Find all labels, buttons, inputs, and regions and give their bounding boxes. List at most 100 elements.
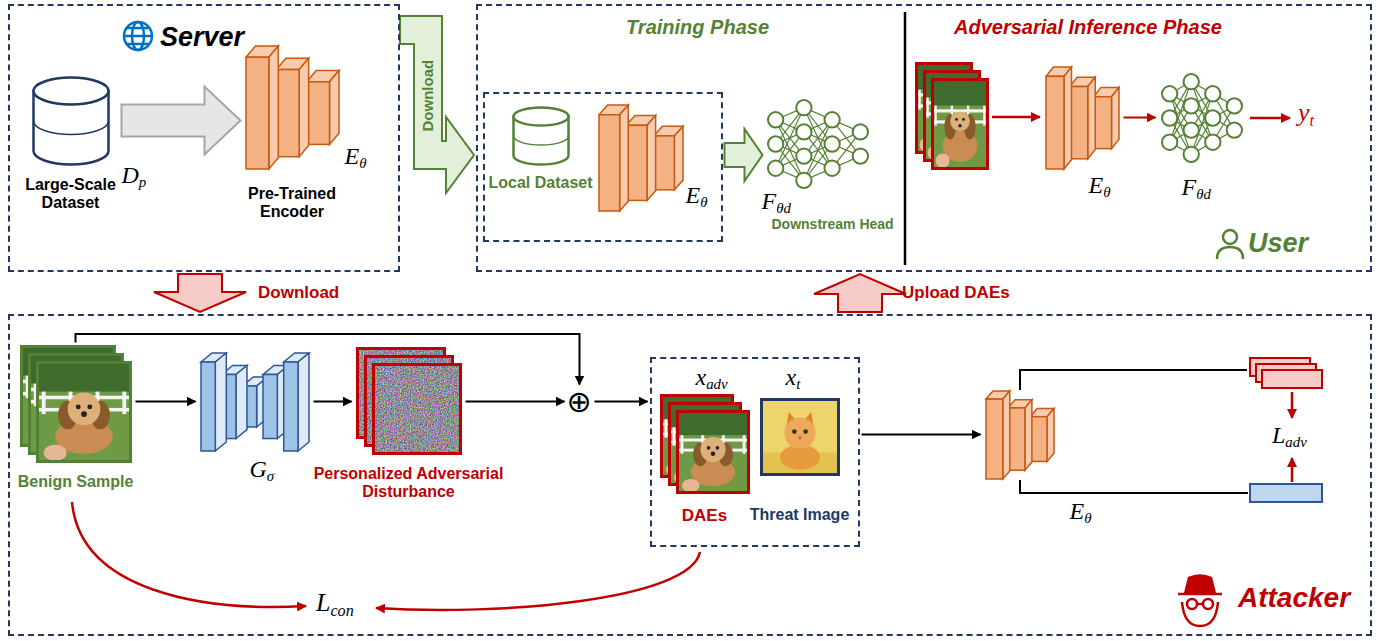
rect-part bbox=[263, 374, 277, 438]
globe-icon bbox=[124, 22, 152, 50]
circle-part bbox=[715, 445, 719, 449]
encoder-shape bbox=[598, 104, 684, 212]
rect-part bbox=[983, 106, 985, 126]
circle-part bbox=[792, 429, 797, 434]
rect-part bbox=[36, 361, 132, 463]
circle-part bbox=[1187, 599, 1197, 609]
net-neuron bbox=[1226, 122, 1241, 137]
picture bbox=[760, 398, 840, 476]
rect-part bbox=[986, 399, 1003, 479]
net-neuron bbox=[824, 160, 839, 175]
image-stack: Benign Sample bbox=[20, 345, 132, 463]
path-part bbox=[1217, 247, 1243, 259]
edge-label: Download bbox=[258, 283, 339, 303]
rect-part bbox=[931, 78, 989, 170]
math-subscript: p bbox=[139, 174, 146, 190]
path-part bbox=[127, 28, 149, 44]
cylinder-ring bbox=[33, 121, 108, 135]
rect-part bbox=[926, 98, 928, 118]
math-main: F bbox=[1182, 174, 1197, 200]
rect-part bbox=[1069, 86, 1087, 158]
rect-part bbox=[931, 78, 989, 106]
rect-part bbox=[283, 362, 297, 451]
math-main: L bbox=[1272, 422, 1285, 448]
math-label: Ladv bbox=[1272, 422, 1307, 450]
line-part bbox=[124, 35, 152, 38]
skip-arrow bbox=[76, 334, 580, 385]
math-main: y bbox=[1298, 98, 1310, 127]
arrow bbox=[1124, 117, 1156, 119]
node-label: Adversarial Inference Phase bbox=[954, 16, 1222, 39]
ellipse-part bbox=[681, 478, 699, 491]
rect-part bbox=[1008, 407, 1025, 469]
circle-part bbox=[700, 436, 725, 461]
circle-part bbox=[1203, 599, 1213, 609]
circle-part bbox=[81, 411, 87, 417]
picture-frame bbox=[373, 364, 460, 453]
picture bbox=[676, 410, 750, 494]
ellipse-part bbox=[936, 153, 950, 168]
slab bbox=[599, 105, 628, 211]
rect-part bbox=[1093, 96, 1111, 148]
math-subscript: con bbox=[330, 602, 353, 619]
net-neuron bbox=[796, 148, 811, 163]
node-label: Server bbox=[160, 22, 244, 53]
slab bbox=[1046, 67, 1072, 169]
circle-part bbox=[955, 118, 958, 121]
output-arrow bbox=[1250, 117, 1290, 120]
math-main: G bbox=[250, 456, 267, 482]
polygon-part bbox=[1002, 391, 1009, 479]
slab bbox=[283, 353, 308, 451]
circle-part bbox=[706, 445, 710, 449]
loss-arrow bbox=[1291, 458, 1294, 482]
rect-part bbox=[680, 435, 683, 453]
math-subscript: adv bbox=[706, 376, 727, 392]
net-neuron bbox=[1183, 98, 1198, 113]
arrow bbox=[862, 434, 981, 436]
math-symbol: Eθ bbox=[345, 143, 367, 171]
math-subscript: σ bbox=[267, 468, 274, 484]
math-subscript: t bbox=[1310, 112, 1314, 129]
downstream-head-shape bbox=[766, 98, 870, 190]
node-label: Attacker bbox=[1238, 582, 1350, 614]
arrow bbox=[314, 401, 352, 403]
attacker-panel: Benign SampleGσPersonalized Adversarial … bbox=[8, 314, 1372, 636]
math-main: F bbox=[762, 188, 777, 214]
picture-frame bbox=[933, 80, 988, 169]
loss-curve bbox=[72, 502, 306, 607]
net-neuron bbox=[1162, 134, 1177, 149]
sum-node: ⊕ bbox=[567, 387, 593, 417]
polygon-part bbox=[619, 105, 628, 211]
inference-arrow bbox=[992, 116, 1040, 119]
circle-part bbox=[962, 118, 965, 121]
math-main: E bbox=[1089, 172, 1104, 198]
server-panel: Large-Scale DatasetDpPre-Trained Encoder… bbox=[8, 4, 400, 272]
image-stack-shape bbox=[660, 394, 750, 494]
net-neuron bbox=[796, 124, 811, 139]
node-label: Local Dataset bbox=[486, 174, 596, 192]
math-subscript: t bbox=[796, 376, 800, 392]
math-subscript: θd bbox=[776, 200, 791, 216]
circle-part bbox=[87, 404, 92, 409]
threat-feature bbox=[1250, 484, 1322, 502]
dashed-group: Local DatasetEθ bbox=[483, 92, 723, 242]
math-subscript: θd bbox=[1196, 186, 1211, 202]
rect-part bbox=[41, 391, 45, 413]
circle-part bbox=[958, 124, 961, 127]
math-label: Lcon bbox=[316, 588, 354, 618]
download-arrow bbox=[154, 274, 246, 312]
circle-part bbox=[803, 429, 808, 434]
cylinder-ring bbox=[513, 136, 568, 145]
path-part bbox=[1182, 602, 1218, 626]
polygon-part bbox=[298, 353, 309, 451]
circle-part bbox=[67, 392, 100, 425]
circle-part bbox=[1223, 230, 1237, 244]
user-icon bbox=[1217, 230, 1243, 259]
threat-image-shape bbox=[760, 398, 840, 476]
rect-part bbox=[306, 81, 329, 144]
net-neuron bbox=[1226, 98, 1241, 113]
path-part bbox=[1185, 576, 1215, 595]
polygon-part bbox=[268, 46, 278, 169]
net-neuron bbox=[824, 112, 839, 127]
circle-part bbox=[798, 436, 801, 439]
